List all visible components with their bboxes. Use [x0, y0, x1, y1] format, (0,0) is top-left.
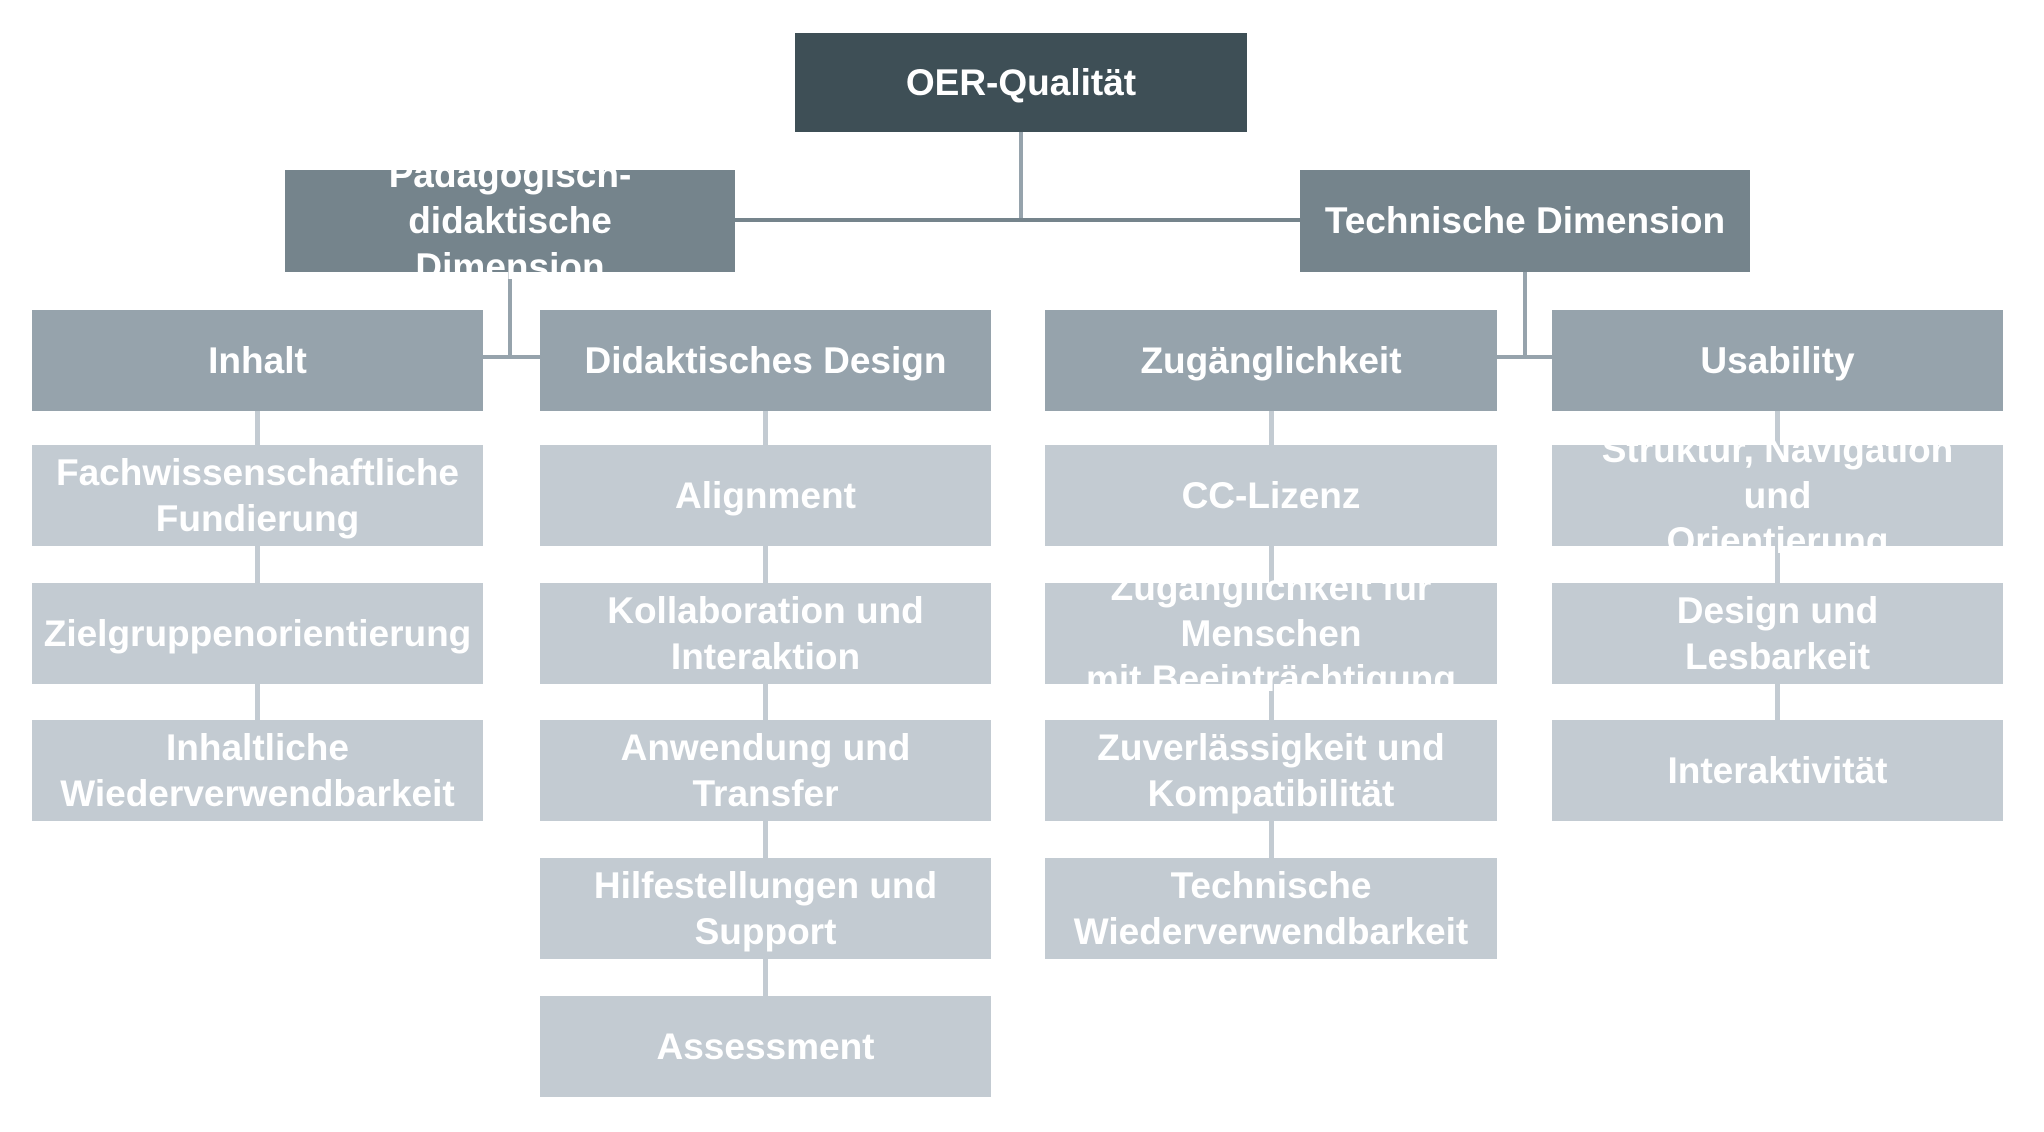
category-box-usability: Usability [1552, 310, 2003, 411]
criterion-box: Anwendung und Transfer [540, 720, 991, 821]
connector-dim1-stub [508, 270, 512, 359]
connector-line [1775, 682, 1780, 722]
root-box-oer-qualitaet: OER-Qualität [795, 33, 1247, 132]
criterion-box: CC-Lizenz [1045, 445, 1497, 546]
connector-line [763, 682, 768, 722]
criterion-box: Fachwissenschaftliche Fundierung [32, 445, 483, 546]
category-box-inhalt: Inhalt [32, 310, 483, 411]
criterion-box: Inhaltliche Wiederverwendbarkeit [32, 720, 483, 821]
connector-line [255, 544, 260, 585]
connector-line [1269, 544, 1274, 585]
criterion-box: Zielgruppenorientierung [32, 583, 483, 684]
criterion-box: Hilfestellungen und Support [540, 858, 991, 959]
dimension-box-paedagogisch-didaktisch: Pädagogisch-didaktische Dimension [285, 154, 735, 287]
dimension-box-technisch: Technische Dimension [1300, 170, 1750, 272]
connector-dim2-hseg [1495, 355, 1554, 359]
criterion-box: Alignment [540, 445, 991, 546]
connector-line [763, 409, 768, 447]
connector-dimensions-hline [735, 218, 1300, 222]
criterion-box: Zuverlässigkeit und Kompatibilität [1045, 720, 1497, 821]
connector-line [1269, 409, 1274, 447]
criterion-box: Technische Wiederverwendbarkeit [1045, 858, 1497, 959]
connector-line [763, 959, 768, 998]
criterion-box: Struktur, Navigation und Orientierung [1552, 429, 2003, 561]
connector-line [763, 544, 768, 585]
criterion-box: Design und Lesbarkeit [1552, 583, 2003, 684]
criterion-box: Kollaboration und Interaktion [540, 583, 991, 684]
connector-line [255, 682, 260, 722]
connector-dim2-stub [1523, 270, 1527, 359]
connector-line [1269, 819, 1274, 860]
category-box-didaktisches-design: Didaktisches Design [540, 310, 991, 411]
connector-line [1269, 682, 1274, 722]
category-box-zugaenglichkeit: Zugänglichkeit [1045, 310, 1497, 411]
criterion-box: Zugänglichkeit für Menschen mit Beeinträ… [1045, 567, 1497, 699]
connector-line [763, 819, 768, 860]
connector-line [255, 409, 260, 447]
criterion-box: Assessment [540, 996, 991, 1097]
connector-line [1775, 544, 1780, 585]
criterion-box: Interaktivität [1552, 720, 2003, 821]
connector-root-stub [1019, 130, 1023, 222]
connector-line [1775, 409, 1780, 447]
connector-dim1-hseg [481, 355, 542, 359]
